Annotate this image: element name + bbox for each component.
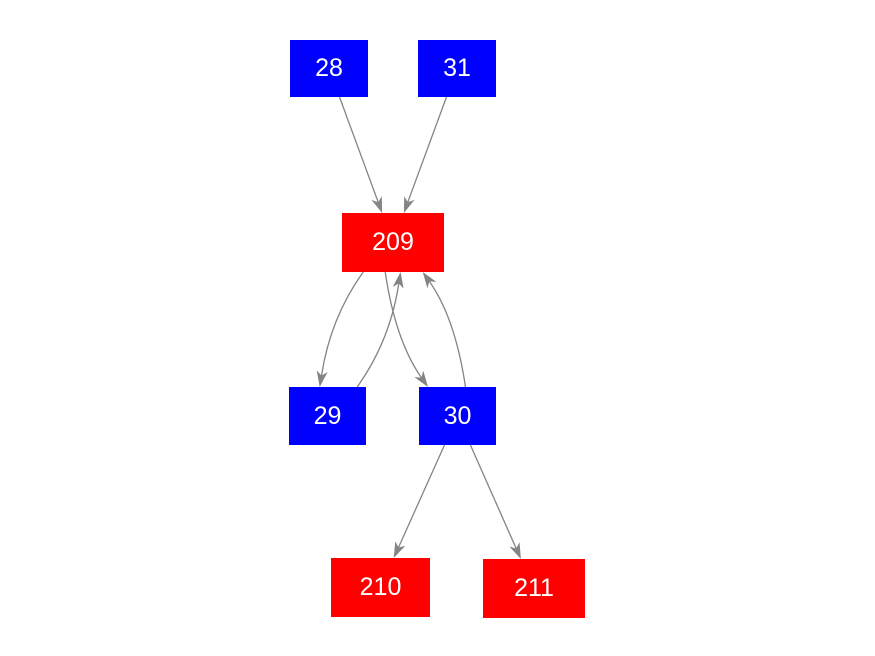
arrowhead-icon — [393, 541, 406, 558]
edge-line — [356, 283, 400, 388]
graph-edge-30-209 — [422, 272, 467, 388]
edge-line — [338, 96, 379, 203]
graph-node-31[interactable]: 31 — [418, 40, 496, 97]
arrowhead-icon — [422, 272, 437, 289]
graph-edge-30-210 — [393, 444, 446, 558]
node-label: 30 — [443, 401, 472, 430]
node-label: 210 — [359, 573, 402, 601]
graph-edge-209-30 — [384, 271, 428, 387]
graph-edge-28-209 — [338, 96, 383, 213]
graph-edge-29-209 — [356, 272, 404, 388]
graph-node-29[interactable]: 29 — [289, 387, 366, 445]
edge-line — [428, 281, 467, 388]
graph-edge-30-211 — [469, 444, 521, 559]
graph-node-210[interactable]: 210 — [331, 558, 430, 617]
node-label: 31 — [443, 54, 471, 82]
node-label: 29 — [313, 401, 342, 430]
edge-line — [407, 96, 448, 203]
arrowhead-icon — [371, 196, 383, 213]
node-label: 211 — [514, 574, 554, 602]
graph-node-211[interactable]: 211 — [483, 559, 585, 618]
arrowhead-icon — [403, 196, 415, 213]
arrowhead-icon — [414, 370, 428, 387]
edge-line — [384, 271, 422, 378]
graph-node-209[interactable]: 209 — [342, 213, 444, 272]
graph-node-28[interactable]: 28 — [290, 40, 368, 97]
graph-node-30[interactable]: 30 — [419, 387, 496, 445]
arrowhead-icon — [509, 542, 521, 559]
edge-line — [320, 271, 364, 376]
arrowhead-icon — [392, 272, 404, 289]
edge-line — [469, 444, 517, 549]
node-label: 28 — [315, 54, 343, 82]
arrowhead-icon — [316, 370, 328, 387]
graph-edge-31-209 — [403, 96, 448, 213]
edge-line — [397, 444, 446, 548]
graph-edge-209-29 — [316, 271, 364, 387]
node-label: 209 — [372, 228, 414, 256]
